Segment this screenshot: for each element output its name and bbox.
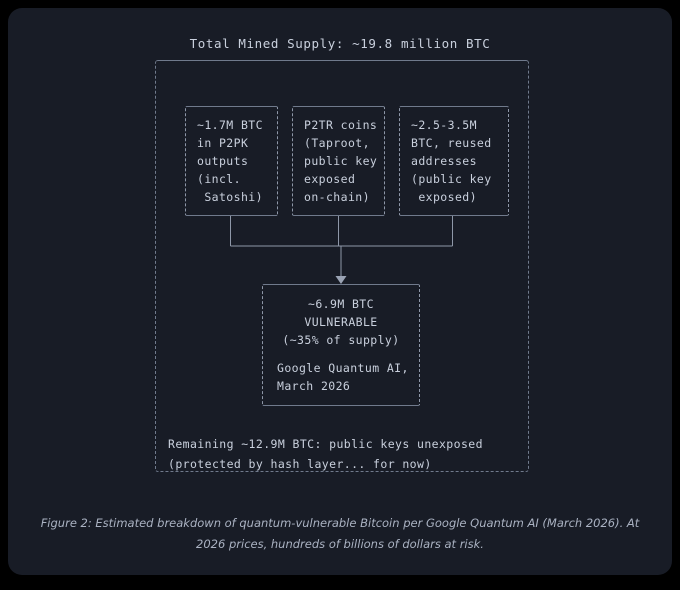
- category-line: exposed): [411, 190, 477, 204]
- remaining-line-1: Remaining ~12.9M BTC: public keys unexpo…: [168, 437, 483, 451]
- vulnerable-source-line-2: March 2026: [277, 379, 351, 393]
- vulnerable-spacer: [263, 349, 419, 359]
- category-line: BTC, reused: [411, 136, 492, 150]
- ascii-diagram: Total Mined Supply: ~19.8 million BTC ~1…: [8, 8, 672, 498]
- caption-line-1: Figure 2: Estimated breakdown of quantum…: [40, 516, 640, 551]
- vulnerable-source-line-1: Google Quantum AI,: [277, 361, 409, 375]
- category-line: P2TR coins: [304, 118, 378, 132]
- remaining-supply-note: Remaining ~12.9M BTC: public keys unexpo…: [168, 434, 528, 474]
- total-supply-container: [155, 60, 529, 472]
- category-line: ~1.7M BTC: [197, 118, 263, 132]
- category-box-p2tr: P2TR coins (Taproot, public key exposed …: [292, 106, 385, 216]
- category-line: (Taproot,: [304, 136, 370, 150]
- diagram-title: Total Mined Supply: ~19.8 million BTC: [189, 36, 491, 51]
- category-line: outputs: [197, 154, 249, 168]
- category-box-p2pk: ~1.7M BTC in P2PK outputs (incl. Satoshi…: [185, 106, 278, 216]
- category-line: addresses: [411, 154, 477, 168]
- category-line: (incl.: [197, 172, 241, 186]
- category-line: ~2.5-3.5M: [411, 118, 477, 132]
- category-line: public key: [304, 154, 378, 168]
- category-line: (public key: [411, 172, 492, 186]
- category-line: on-chain): [304, 190, 370, 204]
- vulnerable-share: (~35% of supply): [282, 333, 400, 347]
- vulnerable-total-box: ~6.9M BTC VULNERABLE (~35% of supply) Go…: [262, 284, 420, 406]
- figure-caption: Figure 2: Estimated breakdown of quantum…: [36, 513, 644, 555]
- figure-panel: Total Mined Supply: ~19.8 million BTC ~1…: [8, 8, 672, 575]
- remaining-line-2: (protected by hash layer... for now): [168, 457, 432, 471]
- vulnerable-amount: ~6.9M BTC: [308, 297, 374, 311]
- category-line: exposed: [304, 172, 356, 186]
- category-line: Satoshi): [197, 190, 263, 204]
- category-box-reused-addresses: ~2.5-3.5M BTC, reused addresses (public …: [399, 106, 509, 216]
- caption-line-2: of billions of dollars at risk.: [328, 537, 484, 551]
- vulnerable-label: VULNERABLE: [304, 315, 378, 329]
- category-line: in P2PK: [197, 136, 249, 150]
